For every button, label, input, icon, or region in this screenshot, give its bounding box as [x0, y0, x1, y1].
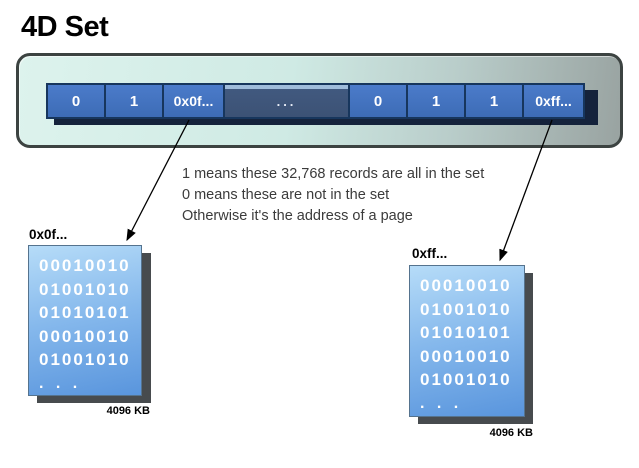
- legend-line-3: Otherwise it's the address of a page: [182, 208, 413, 224]
- bar-cell-bit-1: 1: [104, 83, 164, 119]
- bar-cell-bit-0: 0: [46, 83, 106, 119]
- bar-cell-address-0xff: 0xff...: [522, 83, 585, 119]
- bar-cell-ellipsis: ...: [223, 83, 350, 119]
- left-page-label: 0x0f...: [29, 227, 68, 242]
- left-page-size-label: 4096 KB: [106, 405, 150, 417]
- legend-text: 1 means these 32,768 records are all in …: [182, 164, 484, 227]
- binary-row: 01001010: [420, 299, 512, 319]
- binary-row: 01001010: [420, 370, 512, 389]
- binary-row: 01001010: [39, 279, 131, 299]
- legend-line-2: 0 means these are not in the set: [182, 187, 390, 203]
- right-page-box: 00010010 01001010 01010101 00010010 0100…: [409, 265, 525, 417]
- binary-row: 00010010: [39, 256, 131, 275]
- bar-cell-address-0x0f: 0x0f...: [162, 83, 225, 119]
- bitmap-row: 0 1 0x0f... ... 0 1 1 0xff...: [46, 83, 585, 119]
- legend-line-1: 1 means these 32,768 records are all in …: [182, 166, 485, 182]
- binary-row: 00010010: [420, 276, 512, 295]
- right-page-label: 0xff...: [412, 246, 448, 261]
- left-page-binary: 00010010 01001010 01010101 00010010 0100…: [29, 246, 141, 396]
- bar-cell-bit-4: 1: [464, 83, 524, 119]
- binary-row-ellipsis: . . .: [420, 394, 463, 412]
- page-title: 4D Set: [21, 11, 109, 43]
- right-page-size-label: 4096 KB: [489, 427, 533, 439]
- binary-row: 00010010: [39, 326, 131, 346]
- binary-row: 01010101: [420, 323, 512, 342]
- right-page-binary: 00010010 01001010 01010101 00010010 0100…: [410, 266, 524, 416]
- left-page-box: 00010010 01001010 01010101 00010010 0100…: [28, 245, 142, 396]
- binary-row: 00010010: [420, 346, 512, 366]
- bar-cell-bit-3: 1: [406, 83, 466, 119]
- binary-row: 01001010: [39, 350, 131, 369]
- bar-cell-bit-2: 0: [348, 83, 408, 119]
- binary-row-ellipsis: . . .: [39, 374, 82, 392]
- binary-row: 01010101: [39, 303, 131, 322]
